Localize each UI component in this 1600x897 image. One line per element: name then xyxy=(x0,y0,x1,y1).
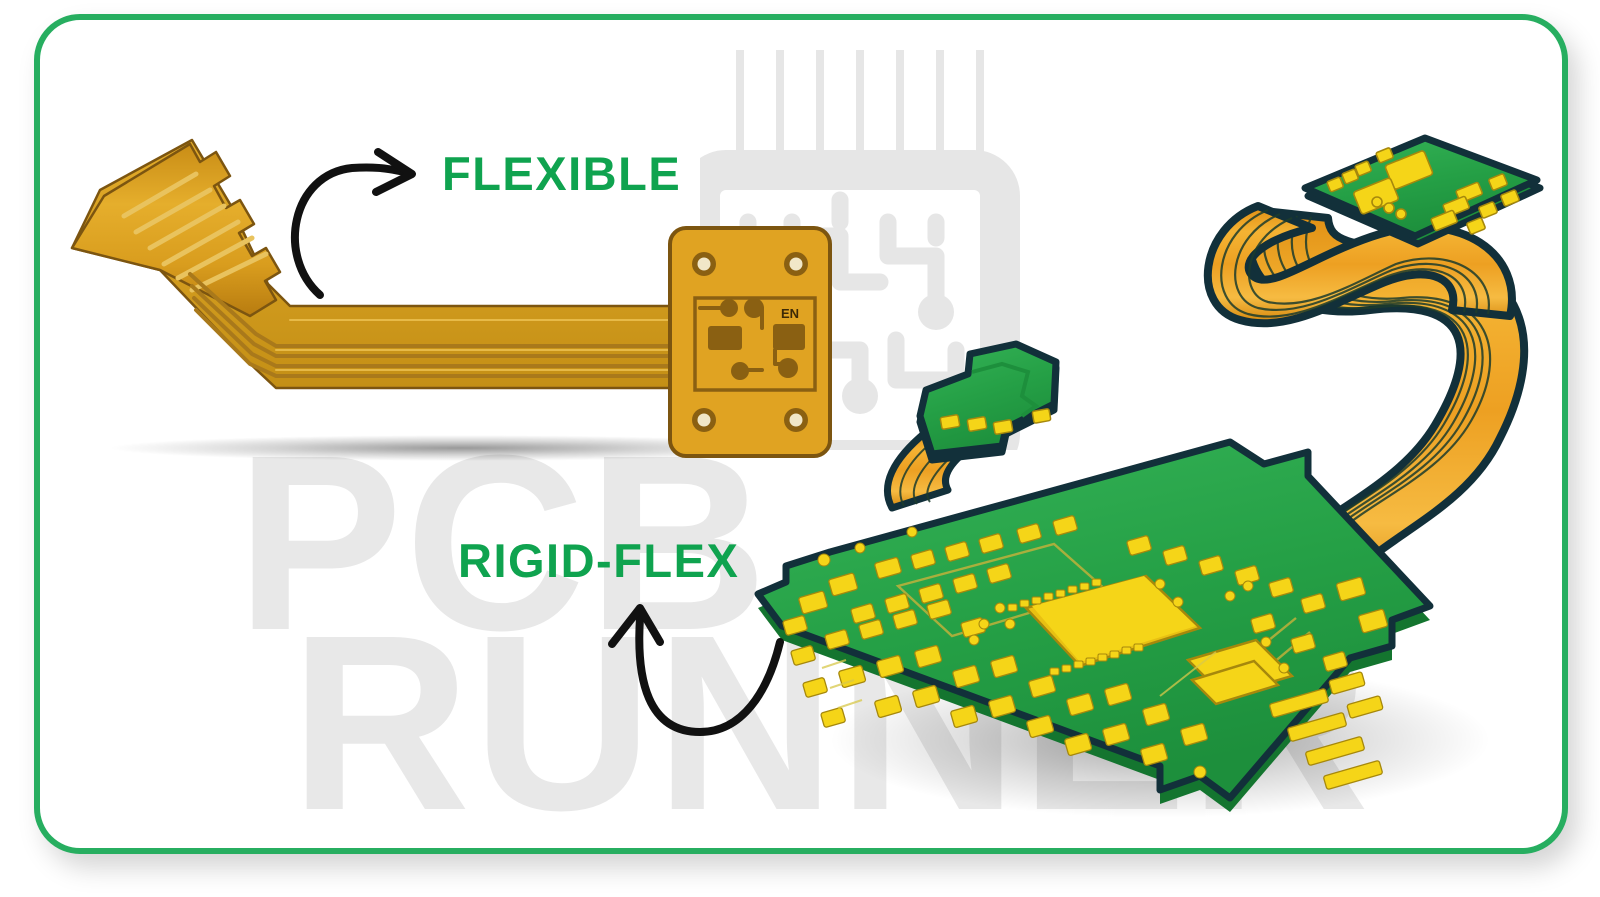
small-pcb-pads xyxy=(1326,147,1520,235)
main-green-pcb xyxy=(754,438,1434,812)
flex-board-mount-holes xyxy=(692,252,808,432)
main-pcb-processor-pins xyxy=(1007,578,1144,676)
rigid-flex-assembly xyxy=(754,134,1544,818)
rigid-flex-arrow-head xyxy=(608,604,664,648)
flex-shadow xyxy=(110,435,810,461)
flex-board-components xyxy=(708,298,805,380)
main-pcb-pads xyxy=(782,515,1389,790)
flexible-pcb: EN xyxy=(70,138,832,458)
label-flexible: FLEXIBLE xyxy=(442,147,682,200)
flexible-arrow xyxy=(290,163,410,299)
flex-connector-end xyxy=(70,142,282,318)
main-pcb-vias xyxy=(817,526,1290,779)
flex-ribbon-traces xyxy=(188,272,688,378)
flex-ribbon-highlights xyxy=(275,319,687,371)
green-tab-pads xyxy=(939,408,1052,435)
flex-gold-fingers xyxy=(121,171,269,293)
flexible-arrow-head xyxy=(372,148,416,196)
small-green-pcb xyxy=(1301,134,1544,248)
artwork-layer: EN xyxy=(70,134,1544,818)
main-pcb-processor xyxy=(1023,574,1203,668)
label-rigid-flex: RIGID-FLEX xyxy=(458,534,740,587)
flex-board-island xyxy=(668,226,832,458)
rigid-flex-arrow xyxy=(635,614,784,736)
annotation-arrows xyxy=(290,148,784,736)
infographic-card: PCB RUNNER xyxy=(34,14,1568,854)
green-tab-board xyxy=(916,340,1060,464)
flex-board-circuit-outline xyxy=(693,296,817,392)
flex-board-silkscreen-en: EN xyxy=(781,306,799,321)
main-pcb-traces xyxy=(821,651,1217,709)
card-inner: PCB RUNNER xyxy=(40,20,1562,848)
